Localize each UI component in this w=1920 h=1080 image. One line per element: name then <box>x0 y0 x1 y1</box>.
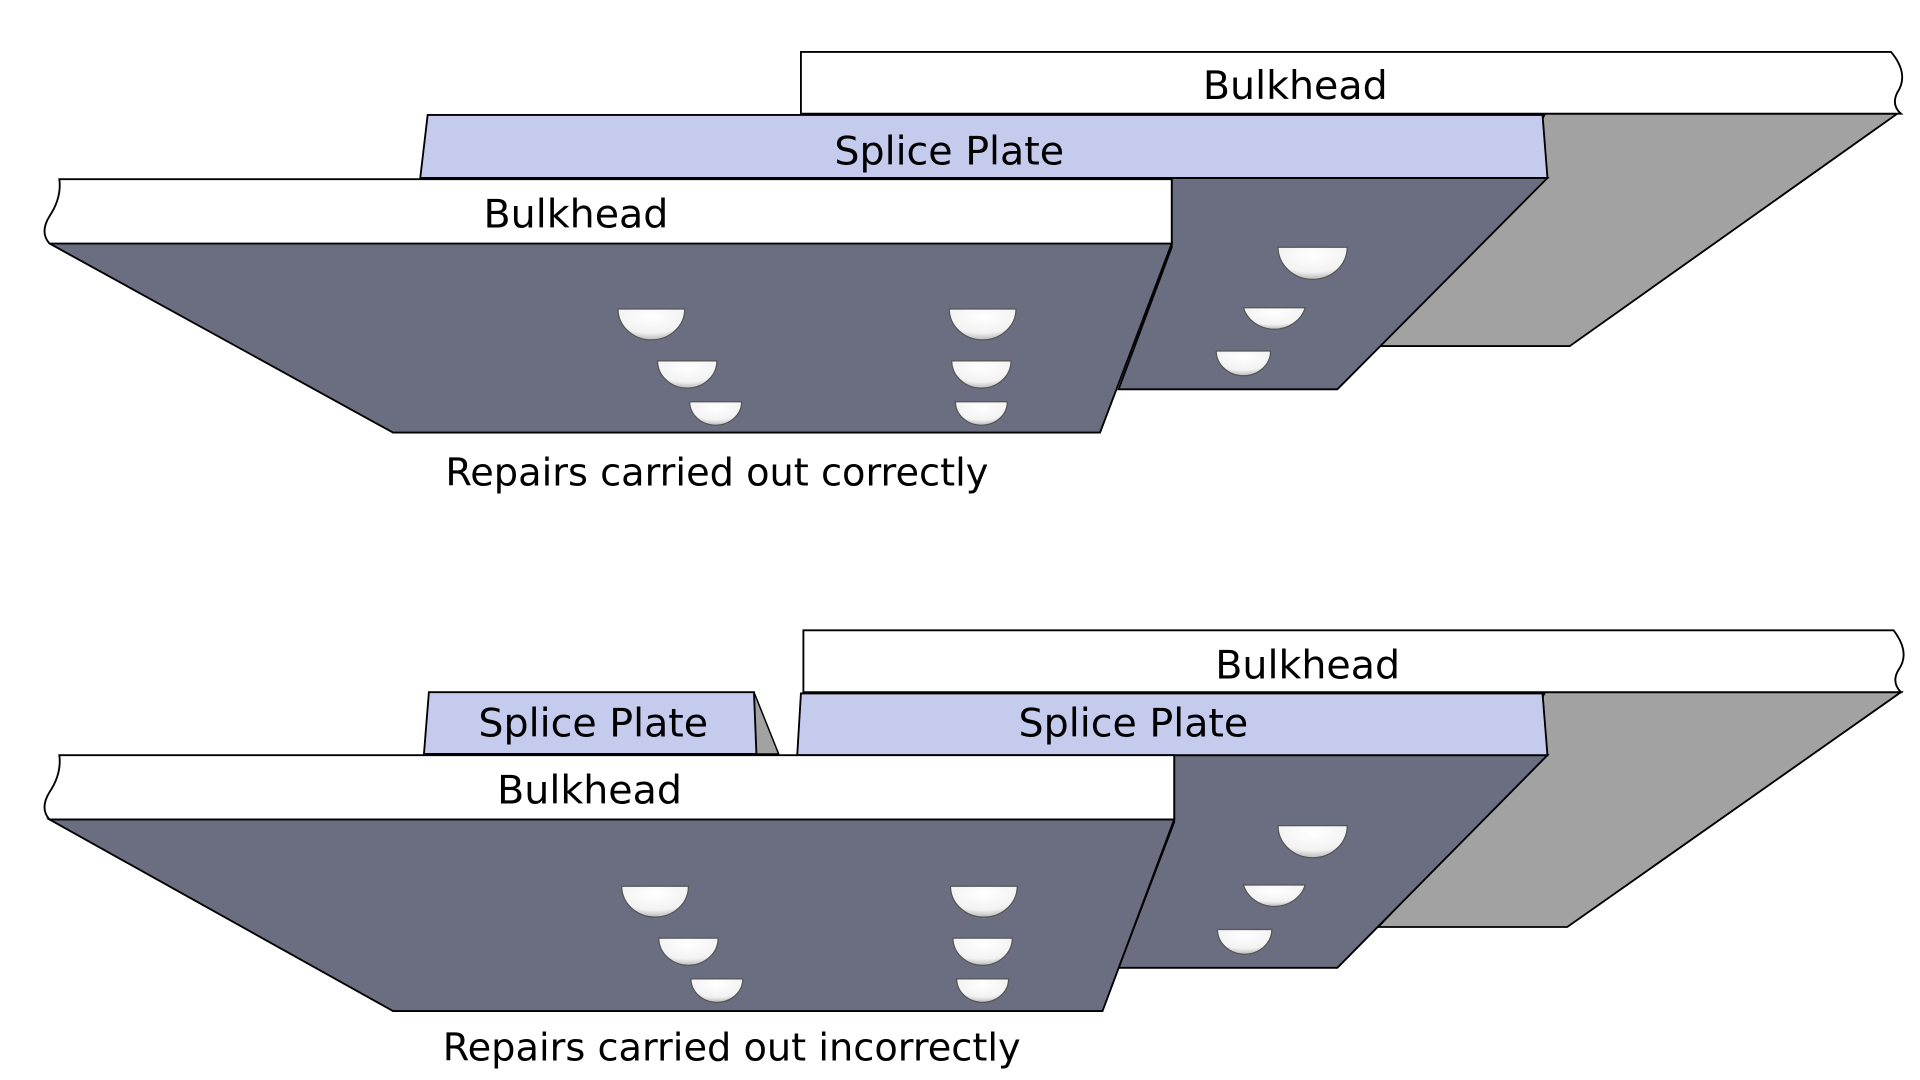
splice-plate-label: Splice Plate <box>834 128 1064 174</box>
caption-incorrect: Repairs carried out incorrectly <box>443 1025 1021 1070</box>
back-bulkhead-label: Bulkhead <box>1215 643 1400 689</box>
weld-mark <box>1242 307 1307 330</box>
front-bulkhead-label: Bulkhead <box>484 191 669 237</box>
splice-plate-top <box>419 114 1549 179</box>
diagram-incorrect: Bulkhead Splice Plate Splice Plate Bulkh… <box>43 629 1905 1070</box>
splice-plate-left-top <box>422 691 758 755</box>
weld-mark <box>952 937 1013 966</box>
front-bulkhead-top <box>43 754 1176 821</box>
splice-plate-welds <box>1215 246 1348 377</box>
weld-mark <box>1242 884 1307 908</box>
back-bulkhead-top <box>800 50 1904 115</box>
back-bulkhead-top <box>802 629 1905 694</box>
weld-mark <box>656 360 718 389</box>
weld-mark <box>948 308 1017 341</box>
weld-mark <box>689 401 743 426</box>
splice-plate-left-bevel <box>753 691 780 755</box>
front-bulkhead-top <box>43 178 1173 245</box>
caption-correct: Repairs carried out correctly <box>445 451 988 496</box>
splice-plate-right-top <box>796 692 1549 757</box>
front-bulkhead-label: Bulkhead <box>497 767 682 813</box>
weld-mark <box>621 885 690 918</box>
back-bulkhead-label: Bulkhead <box>1203 63 1388 109</box>
splice-plate-welds <box>1216 825 1348 955</box>
weld-mark <box>1216 928 1273 955</box>
weld-mark <box>658 937 719 966</box>
front-bulkhead-welds <box>617 308 1017 426</box>
front-bulkhead-welds <box>621 885 1018 1004</box>
diagram-correct: Bulkhead Splice Plate Bulkhead Repairs c… <box>43 50 1904 496</box>
splice-plate-right-label: Splice Plate <box>1019 701 1249 747</box>
weld-mark <box>956 978 1010 1004</box>
weld-mark <box>617 308 686 341</box>
weld-mark <box>949 885 1018 918</box>
weld-mark <box>1277 246 1348 280</box>
weld-mark <box>690 978 744 1004</box>
weld-mark <box>954 401 1008 426</box>
weld-mark <box>951 360 1012 389</box>
splice-plate-left-label: Splice Plate <box>478 701 708 747</box>
weld-mark <box>1215 350 1272 377</box>
weld-mark <box>1277 825 1348 859</box>
